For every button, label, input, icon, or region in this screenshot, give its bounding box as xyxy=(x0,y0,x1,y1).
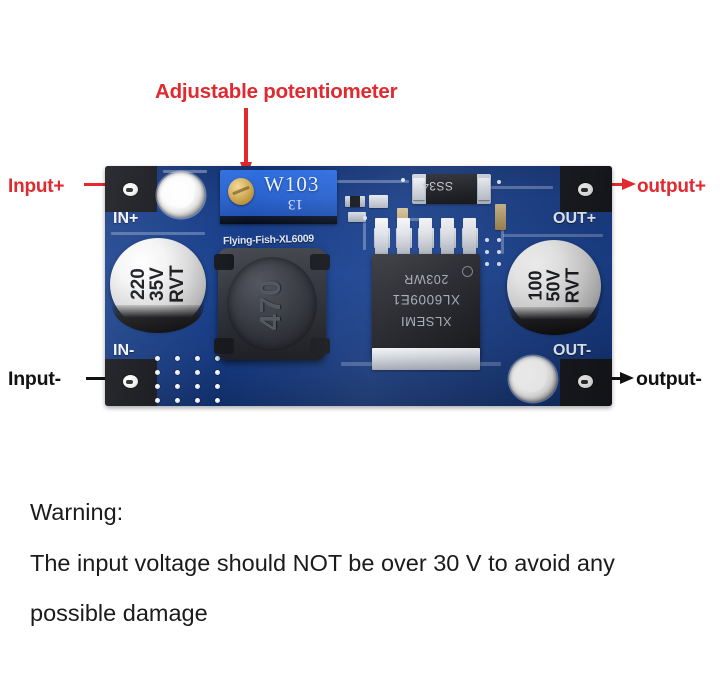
cap-left-capacitance: 220 xyxy=(127,268,149,300)
output-plus-annotation-label: output+ xyxy=(637,176,706,197)
potentiometer-marking: W103 xyxy=(264,172,320,196)
trace xyxy=(111,232,205,235)
pad-dot xyxy=(363,216,367,220)
ic-marking-line3: XLSEMI xyxy=(400,314,452,329)
warning-block: Warning: The input voltage should NOT be… xyxy=(30,500,710,626)
capacitor-output: 100 50V RVT xyxy=(507,240,601,335)
silkscreen-out-plus: OUT+ xyxy=(553,210,597,227)
warning-line-1: The input voltage should NOT be over 30 … xyxy=(30,549,615,576)
pcb-board: IN+ OUT+ IN- OUT- Flying-Fish-XL6009 W10… xyxy=(105,166,612,406)
cap-left-voltage: 35V xyxy=(147,267,169,301)
pad-dot xyxy=(485,250,489,254)
trace xyxy=(363,222,366,250)
cap-right-capacitance: 100 xyxy=(525,270,546,302)
pad-dot xyxy=(485,262,489,266)
terminal-hole-in-plus xyxy=(123,183,138,196)
ic-lead xyxy=(463,218,476,258)
pad-dot xyxy=(497,238,501,242)
pad-dot xyxy=(497,262,501,266)
pad-dot xyxy=(401,178,405,182)
potentiometer-annotation-label: Adjustable potentiometer xyxy=(155,80,398,103)
cap-right-voltage: 50V xyxy=(543,269,564,303)
trace xyxy=(491,186,553,189)
ic-xl6009: 203WR XL6009E1 XLSEMI xyxy=(372,254,480,356)
silkscreen-model-text: Flying-Fish-XL6009 xyxy=(222,232,315,248)
warning-heading: Warning: xyxy=(30,499,124,525)
trace xyxy=(503,234,603,237)
terminal-hole-in-minus xyxy=(123,375,138,388)
trace xyxy=(501,228,504,254)
ic-marking-line2: XL6009E1 xyxy=(392,292,460,307)
silkscreen-out-minus: OUT- xyxy=(553,342,592,359)
terminal-hole-out-minus xyxy=(578,375,593,388)
schottky-diode-ss34: SS34 xyxy=(412,174,491,204)
trace xyxy=(163,170,207,173)
smd-component xyxy=(369,195,388,208)
ic-lead xyxy=(375,218,388,258)
potentiometer-screw[interactable] xyxy=(228,178,254,205)
inductor-marking: 470 xyxy=(255,278,288,330)
smd-component xyxy=(495,204,506,230)
silkscreen-in-plus: IN+ xyxy=(113,210,139,227)
ic-lead xyxy=(397,218,410,258)
smd-component xyxy=(348,212,366,222)
smd-component xyxy=(345,196,365,207)
adjustable-potentiometer[interactable]: W103 13 xyxy=(220,170,337,224)
potentiometer-code: 13 xyxy=(288,196,303,212)
pad-dot xyxy=(485,238,489,242)
trace xyxy=(405,218,431,221)
output-minus-annotation-label: output- xyxy=(636,368,702,390)
silkscreen-in-minus: IN- xyxy=(113,342,135,359)
pad-dot xyxy=(497,180,501,184)
cap-left-brand: RVT xyxy=(166,265,188,303)
ic-lead xyxy=(441,218,454,258)
ic-heat-tab xyxy=(372,348,480,370)
cap-right-brand: RVT xyxy=(562,268,583,304)
ic-marking-line1: 203WR xyxy=(403,272,449,286)
diode-marking: SS34 xyxy=(421,179,453,193)
pad-dot xyxy=(497,250,501,254)
via-grid xyxy=(153,354,231,406)
warning-line-2: possible damage xyxy=(30,600,208,627)
terminal-hole-out-plus xyxy=(578,183,593,196)
input-minus-annotation-label: Input- xyxy=(8,368,61,390)
mounting-hole-bottom-right xyxy=(509,356,557,402)
power-inductor: 470 xyxy=(214,248,330,360)
trace xyxy=(337,180,409,183)
ic-lead xyxy=(419,218,432,258)
capacitor-input: 220 35V RVT xyxy=(110,238,206,333)
input-plus-annotation-label: Input+ xyxy=(8,176,65,197)
ic-pin1-marker xyxy=(462,266,473,277)
mounting-hole-top-left xyxy=(157,172,205,218)
